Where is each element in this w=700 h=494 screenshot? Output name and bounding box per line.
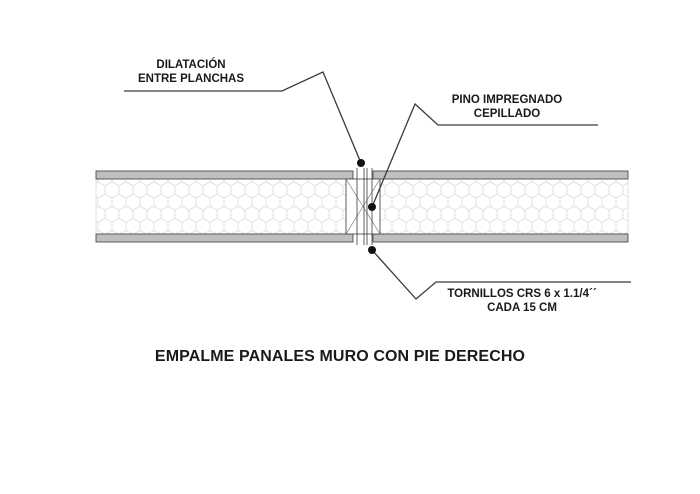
right-bottom-skin bbox=[372, 233, 629, 243]
label-pino-line1: PINO IMPREGNADO bbox=[452, 94, 563, 106]
label-dilatacion-line1: DILATACIÓN bbox=[156, 58, 225, 71]
label-pino-line2: CEPILLADO bbox=[474, 108, 541, 120]
leader-dilatacion bbox=[124, 71, 365, 167]
leader-tornillos bbox=[368, 246, 631, 300]
left-top-skin bbox=[95, 170, 354, 180]
label-tornillos-line2: CADA 15 CM bbox=[487, 302, 557, 314]
left-panel bbox=[95, 170, 354, 243]
leader-pino bbox=[368, 102, 598, 211]
right-core bbox=[379, 178, 629, 235]
right-panel bbox=[372, 170, 629, 243]
leader-dot bbox=[368, 203, 376, 211]
leader-dot bbox=[368, 246, 376, 254]
left-core bbox=[95, 178, 347, 235]
label-dilatacion-line2: ENTRE PLANCHAS bbox=[138, 73, 244, 85]
left-bottom-skin bbox=[95, 233, 354, 243]
diagram-title: EMPALME PANALES MURO CON PIE DERECHO bbox=[155, 348, 525, 365]
right-top-skin bbox=[372, 170, 629, 180]
label-tornillos-line1: TORNILLOS CRS 6 x 1.1/4´´ bbox=[447, 288, 596, 300]
leader-dot bbox=[357, 159, 365, 167]
